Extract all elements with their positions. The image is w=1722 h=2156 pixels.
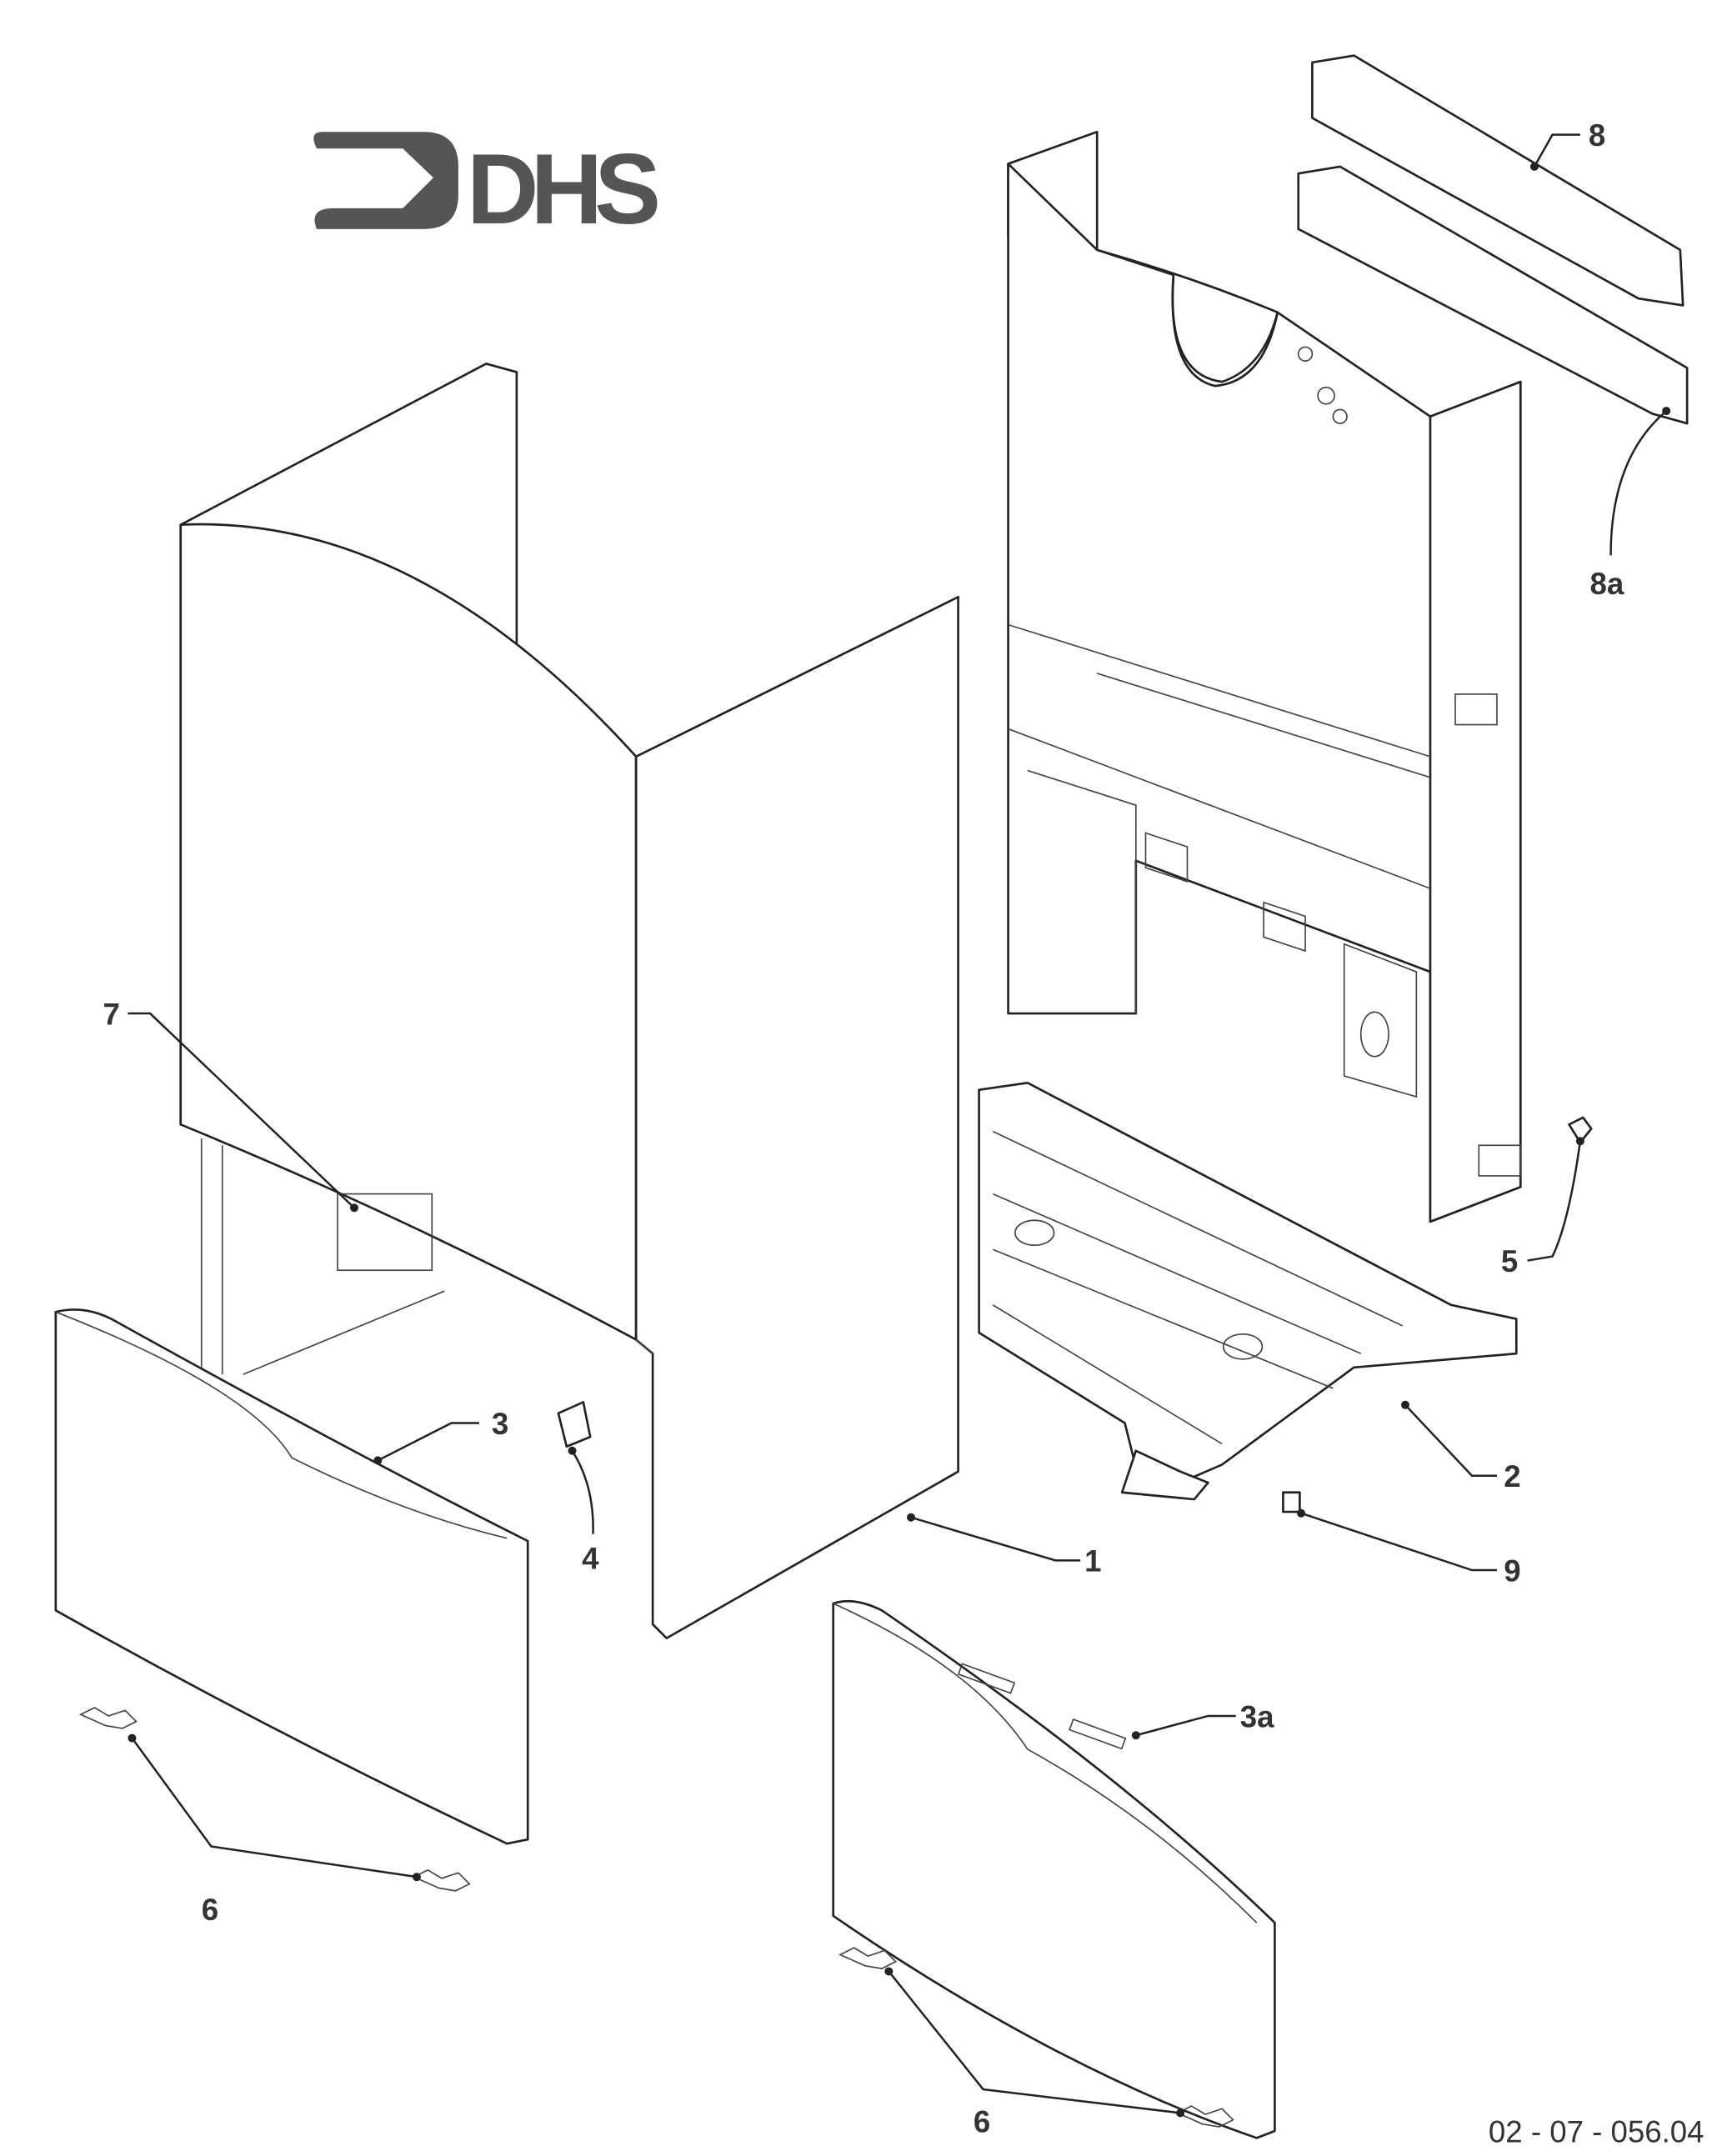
outer-case-1 bbox=[179, 363, 959, 1639]
callout-2: 2 bbox=[1504, 1459, 1520, 1493]
drawing-number: 02 - 07 - 056.04 bbox=[1489, 2114, 1704, 2148]
leader-lines bbox=[128, 133, 1671, 2118]
callout-9: 9 bbox=[1504, 1553, 1520, 1588]
clip-6 bbox=[78, 1706, 138, 1729]
callout-4: 4 bbox=[582, 1541, 599, 1575]
callout-8a: 8a bbox=[1590, 567, 1624, 601]
callout-6-bottom: 6 bbox=[974, 2105, 990, 2139]
logo-text: DHS bbox=[467, 133, 658, 245]
dhs-logo: DHS bbox=[313, 132, 666, 245]
wall-bracket-8 bbox=[1311, 54, 1684, 307]
callout-5: 5 bbox=[1501, 1244, 1518, 1278]
callout-3: 3 bbox=[492, 1407, 508, 1441]
clip-6 bbox=[412, 1868, 471, 1892]
back-chassis bbox=[1007, 130, 1522, 1223]
callout-8: 8 bbox=[1589, 118, 1605, 153]
base-tray-2 bbox=[978, 1081, 1518, 1501]
callout-7: 7 bbox=[103, 997, 119, 1031]
clip-6 bbox=[838, 1947, 898, 1969]
callout-3a: 3a bbox=[1240, 1699, 1274, 1733]
part-5 bbox=[1568, 1116, 1593, 1144]
part-9 bbox=[1282, 1491, 1301, 1513]
front-panel-3a bbox=[832, 1599, 1276, 2139]
callout-6-left: 6 bbox=[202, 1893, 218, 1927]
clip-6 bbox=[1175, 2105, 1234, 2128]
front-panel-3 bbox=[54, 1308, 529, 1845]
wall-bracket-8a bbox=[1297, 165, 1689, 425]
callout-1: 1 bbox=[1084, 1544, 1101, 1578]
